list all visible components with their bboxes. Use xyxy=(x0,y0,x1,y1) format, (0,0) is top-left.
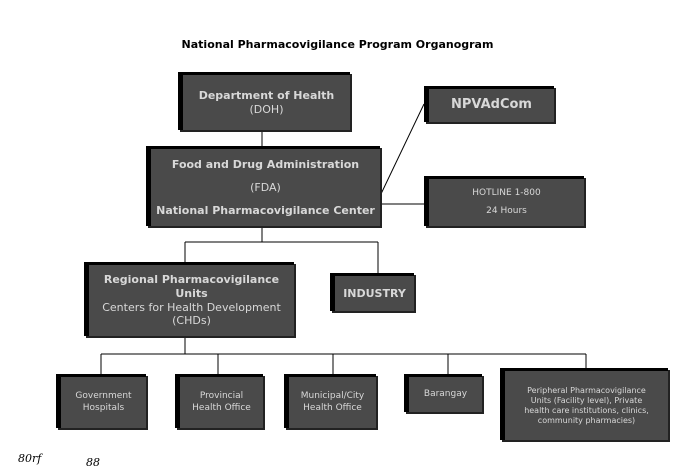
node-fda-line1: Food and Drug Administration xyxy=(171,157,360,171)
node-npvadcom: NPVAdCom xyxy=(424,86,554,122)
node-municipal-line1: Municipal/City xyxy=(300,391,365,402)
node-provincial-line1: Provincial xyxy=(199,391,244,402)
node-peripheral-line4: community pharmacies) xyxy=(537,415,636,425)
node-npvadcom-label: NPVAdCom xyxy=(451,97,532,113)
node-doh-line2: (DOH) xyxy=(249,102,284,116)
diagram-title: National Pharmacovigilance Program Organ… xyxy=(181,38,494,51)
handwritten-note-1: 80rf xyxy=(18,452,42,465)
node-peripheral-units: Peripheral Pharmacovigilance Units (Faci… xyxy=(500,368,668,440)
node-provincial-line2: Health Office xyxy=(192,402,251,413)
node-municipal-health-office: Municipal/City Health Office xyxy=(284,374,376,428)
node-hotline-line2: 24 Hours xyxy=(486,205,527,216)
node-barangay: Barangay xyxy=(404,374,482,412)
node-government-hospitals-line2: Hospitals xyxy=(82,402,125,413)
node-fda: Food and Drug Administration (FDA) Natio… xyxy=(146,146,380,226)
node-doh-line1: Department of Health xyxy=(198,88,335,102)
node-rpu-line3: (CHDs) xyxy=(172,314,211,328)
handwritten-note-2: 88 xyxy=(86,456,100,469)
node-government-hospitals-line1: Government xyxy=(75,391,132,402)
node-hotline: HOTLINE 1-800 24 Hours xyxy=(424,176,584,226)
node-doh: Department of Health (DOH) xyxy=(178,72,350,130)
node-fda-line2: (FDA) xyxy=(250,180,281,194)
node-hotline-line1: HOTLINE 1-800 xyxy=(472,188,541,199)
node-fda-line3: National Pharmacovigilance Center xyxy=(156,203,375,217)
node-barangay-label: Barangay xyxy=(423,388,468,399)
node-municipal-line2: Health Office xyxy=(303,402,362,413)
node-provincial-health-office: Provincial Health Office xyxy=(175,374,263,428)
node-industry-label: INDUSTRY xyxy=(343,286,406,300)
node-peripheral-line3: health care institutions, clinics, xyxy=(524,405,649,415)
node-rpu-line1: Regional Pharmacovigilance Units xyxy=(103,273,280,300)
node-government-hospitals: Government Hospitals xyxy=(56,374,146,428)
node-peripheral-line2: Units (Facility level), Private xyxy=(530,395,643,405)
node-rpu-line2: Centers for Health Development xyxy=(102,300,281,314)
node-peripheral-line1: Peripheral Pharmacovigilance xyxy=(527,385,646,395)
node-rpu: Regional Pharmacovigilance Units Centers… xyxy=(84,262,294,336)
node-industry: INDUSTRY xyxy=(330,273,414,311)
